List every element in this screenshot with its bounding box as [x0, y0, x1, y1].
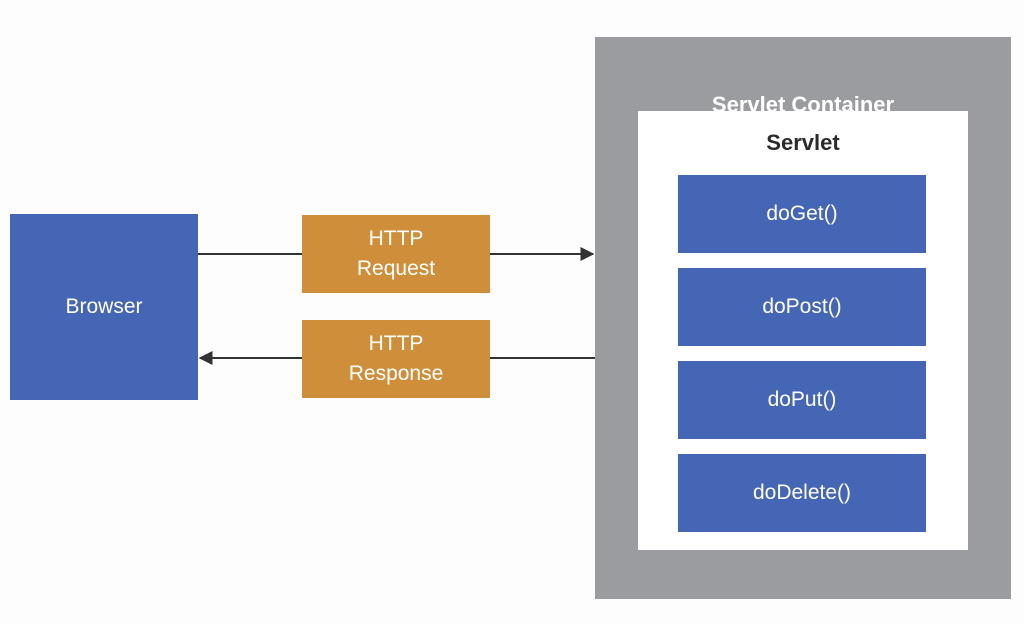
- method-label: doPut(): [767, 388, 837, 411]
- http-response-line2: Response: [348, 362, 444, 385]
- servlet-title: Servlet: [766, 130, 840, 155]
- method-dodelete: doDelete(): [678, 454, 926, 532]
- method-label: doPost(): [762, 295, 842, 318]
- http-response-line1: HTTP: [368, 332, 424, 355]
- method-dopost: doPost(): [678, 268, 926, 346]
- http-request-line2: Request: [356, 257, 436, 280]
- http-response-box: HTTP Response: [302, 320, 490, 398]
- servlet-container: Servlet Container Servlet doGet() doPost…: [595, 37, 1011, 599]
- method-label: doDelete(): [752, 481, 852, 504]
- method-label: doGet(): [766, 202, 838, 225]
- method-doput: doPut(): [678, 361, 926, 439]
- servlet-box: Servlet doGet() doPost() doPut() doDelet…: [638, 111, 968, 550]
- method-doget: doGet(): [678, 175, 926, 253]
- browser-box: Browser: [10, 214, 198, 400]
- http-request-line1: HTTP: [368, 227, 424, 250]
- http-request-box: HTTP Request: [302, 215, 490, 293]
- browser-label: Browser: [65, 295, 143, 318]
